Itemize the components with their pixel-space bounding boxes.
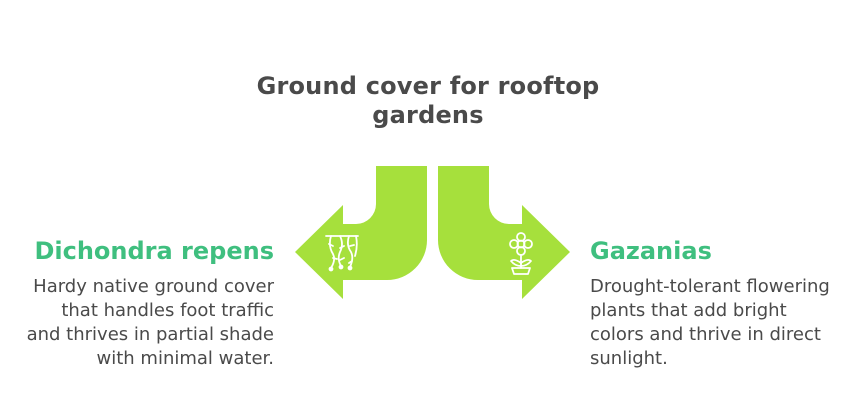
- left-arrow: [295, 166, 427, 299]
- flower-icon: [509, 232, 533, 275]
- option-heading-gazanias: Gazanias: [590, 237, 712, 265]
- option-heading-dichondra: Dichondra repens: [34, 237, 274, 265]
- diagram-title: Ground cover for rooftop gardens: [256, 72, 600, 129]
- option-description-dichondra: Hardy native ground cover that handles f…: [26, 276, 274, 369]
- vine-icon: [325, 235, 359, 272]
- option-description-gazanias: Drought-tolerant flowering plants that a…: [590, 276, 830, 369]
- right-arrow: [438, 166, 570, 299]
